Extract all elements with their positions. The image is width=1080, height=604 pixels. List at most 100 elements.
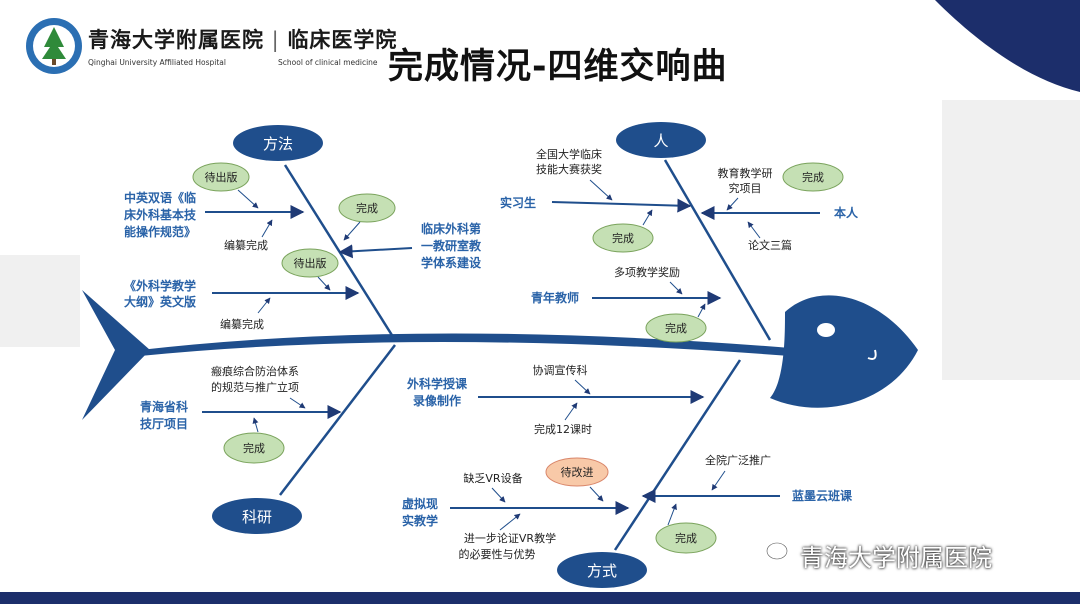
people-internship-arrow	[551, 198, 692, 213]
logo-english-school: School of clinical medicine	[278, 58, 378, 67]
mode-video-note-arrow	[574, 379, 591, 395]
method-item3-line1: 临床外科第	[421, 221, 481, 236]
bone-research	[279, 344, 396, 496]
method-item1-note-arrow	[261, 219, 273, 238]
method-item2-status-badge	[281, 248, 339, 278]
method-item3-status-badge	[338, 193, 396, 223]
people-young-status-arrow	[697, 303, 706, 318]
logo-chinese-name: 青海大学附属医院 | 临床医学院	[88, 28, 398, 52]
people-young-status: 完成	[665, 321, 687, 335]
people-internship-label: 实习生	[500, 195, 536, 210]
research-project-line2: 技厅项目	[140, 416, 188, 431]
mode-cloud-note: 全院广泛推广	[705, 453, 771, 467]
method-item2-note: 编纂完成	[220, 317, 264, 331]
mode-cloud-status-badge	[655, 522, 717, 554]
mode-video-note: 协调宣传科	[533, 363, 588, 377]
mode-video-note2: 完成12课时	[534, 422, 592, 436]
mode-vr-note2-line2: 的必要性与优势	[459, 547, 536, 561]
mode-vr-status: 待改进	[561, 465, 594, 479]
method-item2-line1: 《外科学教学	[124, 278, 196, 293]
mode-video-line1: 外科学授课	[407, 376, 468, 391]
mode-vr-note-arrow	[491, 487, 506, 503]
people-self-note-line1: 教育教学研	[718, 166, 773, 180]
method-item3-line2: 一教研室教	[421, 238, 482, 253]
mode-cloud-note-arrow	[711, 470, 726, 491]
people-internship-note-line1: 全国大学临床	[536, 147, 602, 161]
method-item2-status-arrow	[317, 276, 331, 291]
bone-mode	[613, 359, 742, 551]
people-self-label: 本人	[834, 205, 859, 220]
people-self-status-badge	[782, 162, 844, 192]
mode-video-line2: 录像制作	[413, 393, 461, 408]
corner-wedge	[935, 0, 1080, 92]
mode-vr-status-badge	[545, 457, 609, 487]
category-method: 方法	[233, 125, 323, 161]
category-people: 人	[616, 122, 706, 158]
category-mode: 方式	[557, 552, 647, 588]
category-people-label: 人	[653, 132, 668, 150]
fish-head	[770, 295, 918, 408]
mode-vr-note2-line1: 进一步论证VR教学	[464, 531, 556, 545]
method-item1-status-badge	[192, 162, 250, 192]
people-self-note-arrow	[726, 197, 739, 211]
mode-cloud-status: 完成	[675, 531, 697, 545]
logo-english-name: Qinghai University Affiliated Hospital	[88, 58, 226, 67]
people-self-note2-arrow	[747, 221, 761, 239]
method-item3-status-arrow	[343, 221, 361, 241]
fish-tail	[82, 290, 150, 420]
page-title: 完成情况-四维交响曲	[388, 47, 728, 87]
hospital-logo	[22, 16, 367, 78]
mode-cloud-status-arrow	[667, 503, 677, 526]
method-item1-line1: 中英双语《临	[124, 190, 196, 205]
category-research: 科研	[212, 498, 302, 534]
people-young-note: 多项教学奖励	[614, 265, 680, 279]
method-item1-status-arrow	[237, 189, 259, 209]
people-young-status-badge	[645, 313, 707, 343]
method-item1-note: 编纂完成	[224, 238, 268, 252]
method-item1-status: 待出版	[205, 170, 238, 184]
people-internship-status: 完成	[612, 231, 634, 245]
research-project-status-arrow	[252, 417, 259, 433]
left-gray-panel	[0, 255, 80, 347]
research-project-note-line2: 的规范与推广立项	[211, 380, 299, 394]
mode-vr-line1: 虚拟现	[402, 496, 438, 511]
mode-vr-status-arrow	[589, 486, 604, 502]
research-project-note-line1: 瘢痕综合防治体系	[211, 364, 299, 378]
method-item2-line2: 大纲》英文版	[124, 294, 196, 309]
people-internship-status-badge	[592, 223, 654, 253]
mode-video-note2-arrow	[564, 402, 578, 421]
method-item3-line3: 学体系建设	[421, 255, 482, 270]
research-project-status-badge	[223, 432, 285, 464]
method-item1-line2: 床外科基本技	[124, 207, 197, 222]
people-young-note-arrow	[669, 281, 683, 295]
people-internship-status-arrow	[642, 209, 653, 226]
research-project-note-arrow	[289, 397, 306, 409]
people-internship-note-line2: 技能大赛获奖	[536, 162, 602, 176]
method-item1-line3: 能操作规范》	[124, 224, 196, 239]
people-self-status: 完成	[802, 170, 824, 184]
logo-emblem-icon	[26, 18, 82, 74]
method-item3-arrow	[338, 244, 413, 259]
category-research-label: 科研	[242, 508, 272, 526]
watermark-text: 青海大学附属医院	[800, 544, 992, 572]
method-item2-note-arrow	[257, 297, 271, 314]
research-project-status: 完成	[243, 441, 265, 455]
mode-vr-line2: 实教学	[402, 513, 438, 528]
category-mode-label: 方式	[587, 562, 617, 580]
people-young-label: 青年教师	[531, 290, 579, 305]
wechat-icon	[766, 542, 794, 565]
footer-bar	[0, 592, 1080, 604]
mode-vr-note2-arrow	[499, 513, 521, 531]
research-project-line1: 青海省科	[140, 399, 188, 414]
method-item3-status: 完成	[356, 201, 378, 215]
people-self-note2: 论文三篇	[748, 238, 792, 252]
people-internship-note-arrow	[589, 179, 613, 201]
mode-cloud-label: 蓝墨云班课	[792, 488, 853, 503]
mode-vr-note: 缺乏VR设备	[463, 471, 522, 485]
method-item2-status: 待出版	[294, 256, 327, 270]
bone-people	[663, 159, 772, 341]
category-method-label: 方法	[263, 135, 293, 153]
fish-spine	[140, 333, 790, 356]
people-self-note-line2: 究项目	[729, 181, 762, 195]
